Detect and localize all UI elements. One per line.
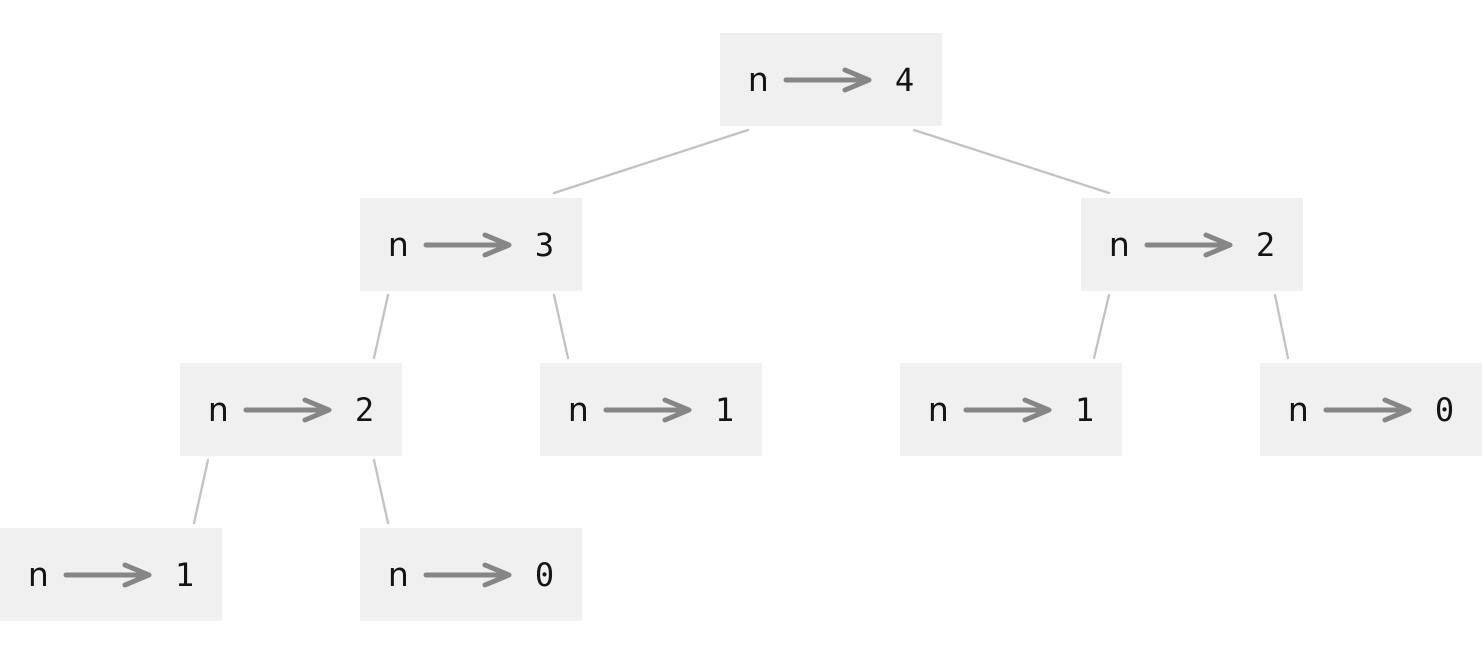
node-value: 2	[354, 390, 375, 429]
maps-to-arrow-icon	[1144, 232, 1233, 257]
tree-edge-l-ll	[372, 293, 390, 360]
node-value: 1	[714, 390, 735, 429]
maps-to-arrow-stroke	[1382, 397, 1412, 422]
node-value: 0	[534, 555, 555, 594]
tree-edge-r-rr	[1273, 293, 1290, 360]
tree-edge-root-r	[912, 128, 1111, 195]
variable-name-label: n	[387, 555, 409, 594]
tree-edge-root-l	[552, 128, 750, 195]
maps-to-arrow-icon	[63, 562, 152, 587]
maps-to-arrow-icon	[243, 397, 332, 422]
variable-name-label: n	[927, 390, 949, 429]
maps-to-arrow-stroke	[662, 397, 692, 422]
tree-edge-ll-lll	[192, 458, 210, 525]
maps-to-arrow-icon	[423, 232, 512, 257]
tree-edge-r-rl	[1092, 293, 1111, 360]
node-value: 1	[1074, 390, 1095, 429]
maps-to-arrow-stroke	[1203, 232, 1233, 257]
tree-edge-l-lr	[552, 293, 570, 360]
maps-to-arrow-stroke	[842, 67, 872, 92]
maps-to-arrow-stroke	[482, 232, 512, 257]
variable-name-label: n	[567, 390, 589, 429]
maps-to-arrow-icon	[783, 67, 872, 92]
maps-to-arrow-stroke	[482, 562, 512, 587]
maps-to-arrow-icon	[1323, 397, 1412, 422]
variable-name-label: n	[747, 60, 769, 99]
maps-to-arrow-stroke	[302, 397, 332, 422]
maps-to-arrow-stroke	[1022, 397, 1052, 422]
variable-name-label: n	[387, 225, 409, 264]
maps-to-arrow-icon	[963, 397, 1052, 422]
variable-name-label: n	[27, 555, 49, 594]
node-value: 4	[894, 60, 915, 99]
tree-edge-ll-llr	[372, 458, 390, 525]
variable-name-label: n	[1287, 390, 1309, 429]
maps-to-arrow-icon	[423, 562, 512, 587]
maps-to-arrow-stroke	[122, 562, 152, 587]
node-value: 3	[534, 225, 555, 264]
maps-to-arrow-icon	[603, 397, 692, 422]
node-value: 0	[1434, 390, 1455, 429]
node-value: 2	[1255, 225, 1276, 264]
node-value: 1	[174, 555, 195, 594]
variable-name-label: n	[207, 390, 229, 429]
variable-name-label: n	[1108, 225, 1130, 264]
